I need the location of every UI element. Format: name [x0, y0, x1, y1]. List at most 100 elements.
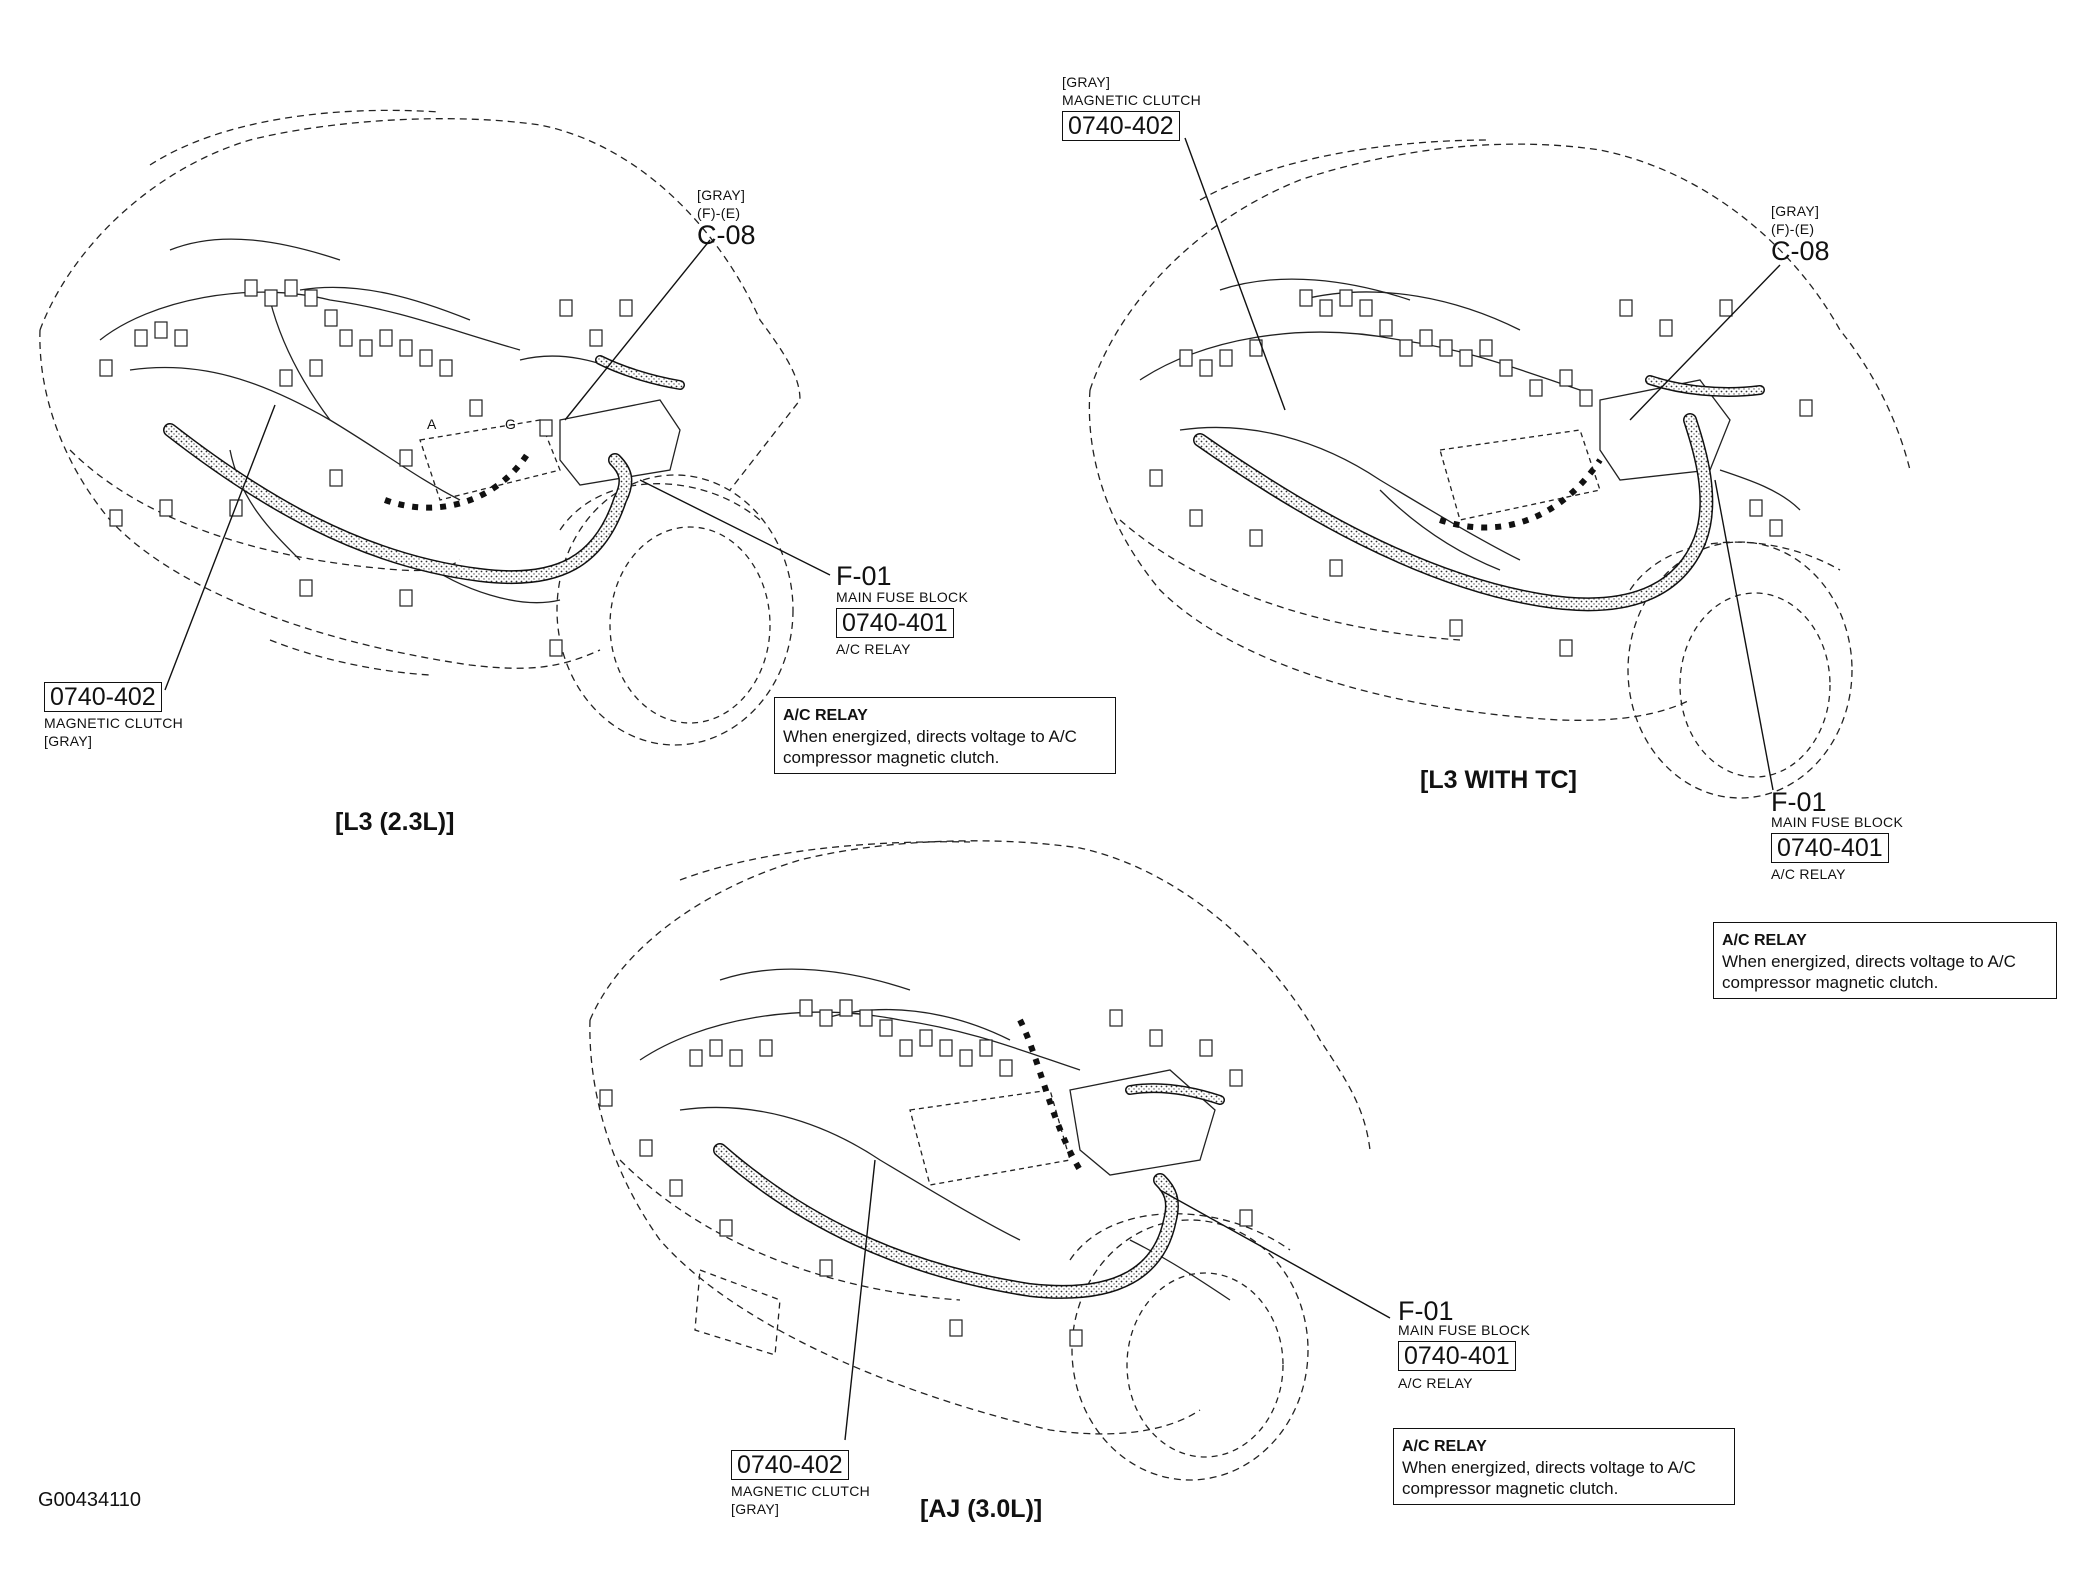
f01-desc-label: A/C RELAY [1771, 866, 1846, 882]
harness-wire [1129, 1239, 1231, 1301]
clutch-color-label: [GRAY] [44, 733, 93, 749]
hood-outline [39, 118, 801, 491]
f01-leader [639, 479, 831, 576]
clutch-leader [164, 404, 276, 691]
note-body: When energized, directs voltage to A/C c… [783, 727, 1077, 767]
note-body: When energized, directs voltage to A/C c… [1722, 952, 2016, 992]
c08-position-label: (F)-(E) [697, 205, 741, 221]
battery-box [559, 399, 681, 486]
f01-name-label: MAIN FUSE BLOCK [836, 589, 969, 605]
harness-wire [1379, 489, 1501, 571]
harness-wire [679, 1106, 1021, 1241]
harness-wire [719, 968, 911, 991]
harness-wire [1719, 469, 1801, 511]
view-title: [L3 (2.3L)] [335, 808, 455, 836]
front-body-outline [39, 329, 601, 669]
battery-box [1069, 1069, 1216, 1176]
f01-leader [1714, 479, 1774, 791]
figure-id: G00434110 [38, 1489, 142, 1511]
wheel-arch [559, 483, 761, 531]
clutch-color-label: [GRAY] [731, 1501, 780, 1517]
c08-connector-id: C-08 [1771, 236, 1830, 266]
clutch-name-label: MAGNETIC CLUTCH [1062, 92, 1202, 108]
harness-wire [169, 238, 341, 261]
f01-name-label: MAIN FUSE BLOCK [1771, 814, 1904, 830]
harness-wire [1179, 426, 1521, 561]
c08-leader [564, 239, 711, 421]
hood-inner-edge [679, 841, 971, 881]
grille-outline [69, 449, 461, 572]
wheel-arch [1069, 1213, 1291, 1261]
connector-cluster [599, 999, 1253, 1347]
front-body-outline [589, 1019, 1201, 1435]
engine-block [909, 1089, 1071, 1186]
front-wheel-outer [556, 474, 794, 746]
f01-connector-id: F-01 [1398, 1296, 1454, 1326]
f01-part-code: 0740-401 [836, 608, 954, 638]
c08-connector-id: C-08 [697, 220, 756, 250]
f01-name-label: MAIN FUSE BLOCK [1398, 1322, 1531, 1338]
clutch-name-label: MAGNETIC CLUTCH [44, 715, 184, 731]
clutch-name-label: MAGNETIC CLUTCH [731, 1483, 871, 1499]
note-heading: A/C RELAY [1722, 932, 1807, 949]
c08-position-label: (F)-(E) [1771, 221, 1815, 237]
f01-part-code: 0740-401 [1771, 833, 1889, 863]
hood-outline [1089, 143, 1911, 471]
ac-relay-note: A/C RELAY When energized, directs voltag… [1393, 1428, 1735, 1505]
ac-relay-note: A/C RELAY When energized, directs voltag… [1713, 922, 2057, 999]
clutch-leader [844, 1159, 876, 1441]
harness-wire [229, 449, 301, 561]
clutch-leader [1184, 137, 1286, 411]
license-plate [694, 1269, 781, 1356]
connector-cluster [99, 279, 633, 657]
engine-block [1439, 429, 1601, 521]
note-heading: A/C RELAY [783, 707, 868, 724]
clutch-color-label: [GRAY] [1062, 74, 1111, 90]
front-body-outline [1088, 389, 1691, 721]
lower-grille [269, 639, 431, 676]
view-l3-tc-drawing [1088, 139, 1911, 799]
clutch-part-code: 0740-402 [44, 682, 162, 712]
front-wheel-outer [1071, 1219, 1309, 1481]
view-aj-drawing [589, 840, 1371, 1481]
hood-inner-edge [1199, 139, 1491, 201]
harness-wire [1219, 278, 1411, 301]
connector-cluster [1149, 289, 1813, 657]
view-title: [L3 WITH TC] [1420, 766, 1577, 794]
hood-outline [589, 840, 1371, 1151]
f01-part-code: 0740-401 [1398, 1341, 1516, 1371]
callout-a: A [427, 416, 437, 432]
harness-wire [269, 299, 331, 421]
c08-leader [1629, 264, 1781, 421]
harness-wire [1139, 331, 1581, 391]
front-wheel-inner [1679, 592, 1831, 778]
main-harness-trunk-fill [164, 424, 631, 583]
view-l3-leaders [164, 239, 831, 691]
engine-block [419, 419, 561, 501]
intake-manifold [299, 286, 471, 321]
view-l3-tc-leaders [1184, 137, 1781, 791]
f01-connector-id: F-01 [836, 561, 892, 591]
harness-wire [99, 291, 521, 351]
f01-leader [1159, 1189, 1391, 1319]
view-title: [AJ (3.0L)] [920, 1495, 1043, 1523]
hood-inner-edge [149, 109, 441, 166]
f01-connector-id: F-01 [1771, 787, 1827, 817]
clutch-part-code: 0740-402 [1062, 111, 1180, 141]
c08-color-label: [GRAY] [1771, 203, 1820, 219]
note-heading: A/C RELAY [1402, 1438, 1487, 1455]
c08-color-label: [GRAY] [697, 187, 746, 203]
diamond-harness [1017, 1018, 1083, 1172]
wheel-arch [1629, 541, 1841, 591]
clutch-part-code: 0740-402 [731, 1450, 849, 1480]
intake-manifold [1299, 291, 1521, 331]
harness-wire [639, 1011, 1081, 1071]
note-body: When energized, directs voltage to A/C c… [1402, 1458, 1696, 1498]
ac-relay-note: A/C RELAY When energized, directs voltag… [774, 697, 1116, 774]
front-wheel-inner [1126, 1272, 1284, 1458]
front-wheel-inner [609, 526, 771, 724]
f01-desc-label: A/C RELAY [836, 641, 911, 657]
view-aj-leaders [844, 1159, 1391, 1441]
callout-g: G [505, 416, 517, 432]
